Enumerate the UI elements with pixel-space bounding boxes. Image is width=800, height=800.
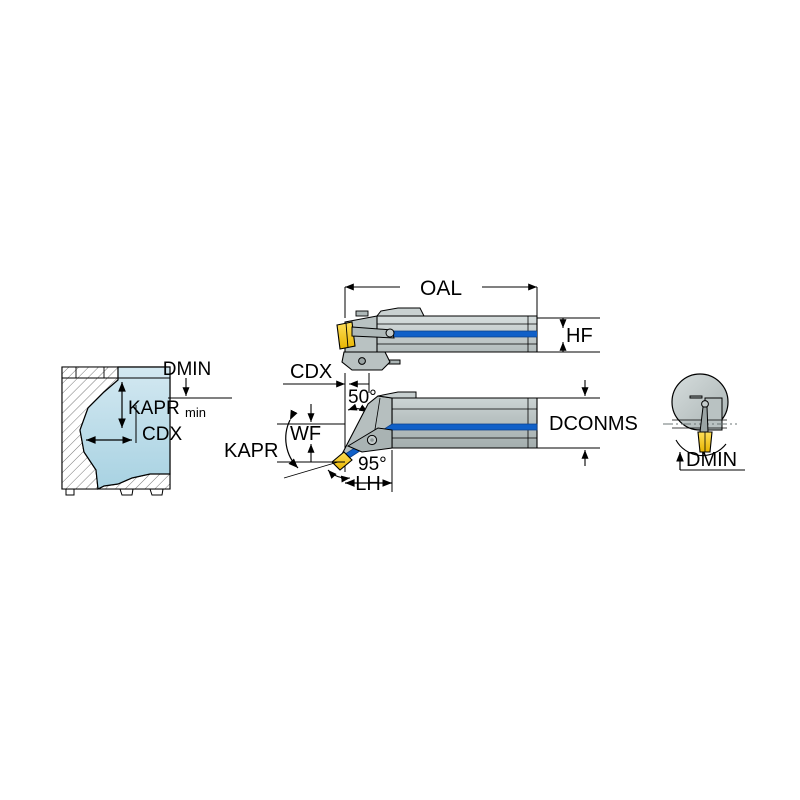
kapr-min-subscript: min (185, 405, 206, 420)
top-view-clamp-screw (358, 357, 366, 365)
dmin-label-right: DMIN (686, 449, 737, 471)
kapr-arc-side-view (285, 409, 299, 469)
angle-95-arc (327, 469, 351, 483)
kapr-reference-ray (283, 461, 339, 479)
side-view-insert (331, 451, 353, 471)
side-view-clamp-screw-hole (370, 438, 374, 442)
side-view-head-rib (377, 391, 417, 399)
end-view-bottom-arc (675, 439, 727, 457)
workpiece-cross-section-view: DMIN KAPR min CDX (61, 359, 232, 496)
workpiece-foot-mid (119, 488, 134, 496)
workpiece-bore-profile (79, 366, 171, 490)
top-view-top-rib (375, 307, 425, 317)
tool-side-view: CDX 50° WF KAPR (224, 361, 638, 495)
hf-label: HF (566, 325, 593, 347)
tool-top-view: OAL HF (336, 277, 600, 371)
top-view-clamp-arm (351, 326, 395, 339)
kapr-min-label: KAPR (128, 398, 180, 419)
end-view-top-flat (689, 395, 703, 399)
workpiece-foot-right (149, 488, 164, 496)
tool-end-cross-section-view: DMIN (663, 373, 745, 471)
cdx-label-side-view: CDX (290, 361, 332, 383)
top-view-clamp-shoe (341, 351, 391, 371)
angle-95-label: 95° (358, 454, 387, 475)
kapr-label-side-view: KAPR (224, 440, 278, 462)
end-view-screw-head (701, 400, 709, 408)
dconms-label: DCONMS (549, 413, 638, 435)
dmin-label-left: DMIN (163, 359, 212, 380)
wf-label: WF (290, 423, 321, 445)
top-view-coolant-channel (374, 331, 537, 337)
top-view-top-screw (355, 310, 369, 317)
top-view-insert (336, 321, 356, 350)
lh-label: LH (355, 473, 381, 495)
oal-label: OAL (420, 277, 462, 300)
top-view-clamp-arm-screw (385, 328, 395, 338)
cdx-label-left-view: CDX (142, 424, 182, 445)
top-view-insert-edge (345, 322, 349, 349)
side-view-shank (391, 397, 538, 449)
workpiece-foot-left (65, 489, 75, 496)
